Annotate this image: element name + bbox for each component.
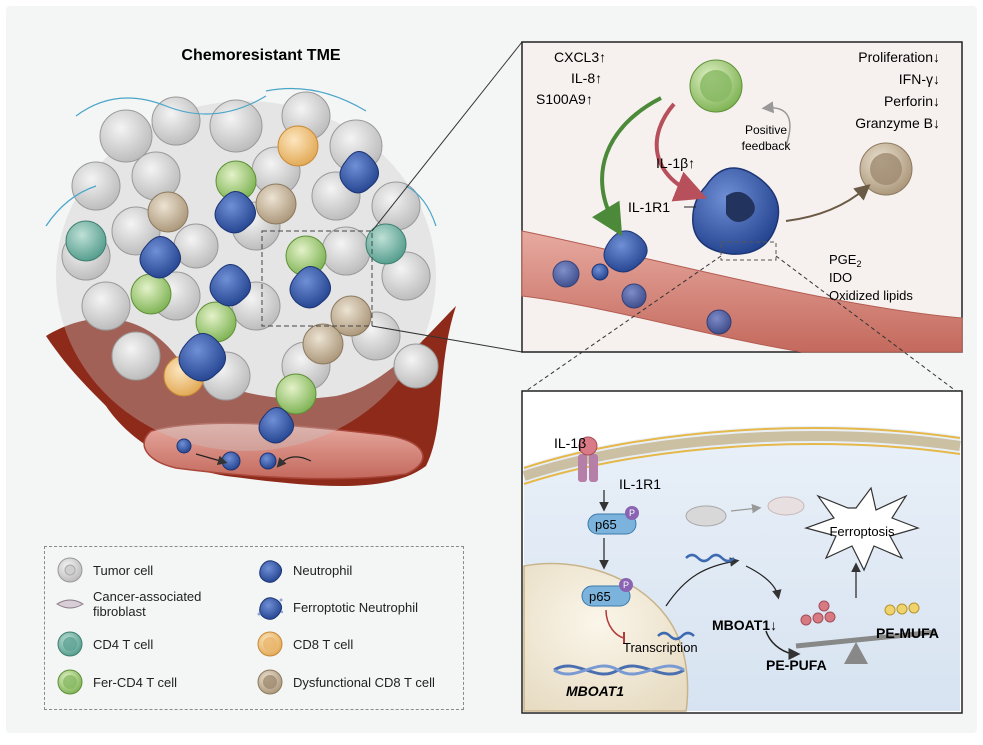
cd4-t-cell-icon [57,631,83,657]
zoom-selection-box-2 [720,241,777,261]
positive-feedback-line2: feedback [742,139,792,153]
legend-item-cd8: CD8 T cell [255,629,353,659]
panel-title: Chemoresistant TME [181,47,340,64]
mediator-oxidized-lipids: Oxidized lipids [829,288,913,303]
p65-nucleus: p65 [589,589,611,604]
tumor-cell-icon [57,557,83,583]
il1r1-label-top: IL-1R1 [628,199,670,215]
pge2-base: PGE [829,252,857,267]
neutrophil-icon [259,560,283,583]
neutrophils [139,151,379,471]
secreted-cxcl3: CXCL3↑ [554,49,606,65]
il1b-label-bottom: IL-1β [554,435,586,451]
vessel-arrow-1 [195,453,228,465]
legend-item-neutrophil: Neutrophil [255,555,352,585]
legend-label-fer-cd4: Fer-CD4 T cell [93,674,178,690]
mediator-pge2: PGE2 [829,252,861,269]
secreted-s100a9: S100A9↑ [536,91,593,107]
legend-label-fer-neutrophil: Ferroptotic Neutrophil [293,599,418,615]
effect-proliferation: Proliferation↓ [858,49,940,65]
legend-item-dys-cd8: Dysfunctional CD8 T cell [255,667,435,697]
zoom-selection-box [261,230,373,327]
pe-mufa-label: PE-MUFA [876,625,939,641]
illustration: Chemoresistant TME [45,41,963,714]
legend-label-neutrophil: Neutrophil [293,562,353,578]
fibroblast-icon [56,599,84,609]
ecm-fibers [45,87,437,227]
gene-mboat1: MBOAT1 [566,683,624,699]
positive-feedback-line1: Positive [745,123,787,137]
zoom-connector-bottom [371,325,523,353]
zoom-connector-top [371,41,523,232]
ferroptosis-label: Ferroptosis [829,524,895,539]
pge2-subscript: 2 [856,259,861,269]
legend-item-tumor: Tumor cell [55,555,153,585]
transcription-label: Transcription [623,640,698,655]
mboat1-down-label: MBOAT1↓ [712,617,777,633]
legend-label-caf-line2: fibroblast [93,604,146,619]
secreted-il8: IL-8↑ [571,70,602,86]
effect-ifn-gamma: IFN-γ↓ [899,71,940,87]
legend-item-fer-neutrophil: Ferroptotic Neutrophil [255,592,418,622]
legend-label-cd8: CD8 T cell [293,636,354,652]
legend-label-dys-cd8: Dysfunctional CD8 T cell [293,674,435,690]
mediator-ido: IDO [829,270,852,285]
zoom-connector-2b [775,255,957,392]
p65-cytoplasm: p65 [595,517,617,532]
legend-label-cd4: CD4 T cell [93,636,154,652]
il1r1-label-bottom: IL-1R1 [619,476,661,492]
effect-perforin: Perforin↓ [884,93,940,109]
effect-granzyme-b: Granzyme B↓ [855,115,940,131]
fer-cd4-t-cell-icon [57,669,83,695]
legend-label-caf-line1: Cancer-associated [93,589,202,604]
zoom-panel-bottom [521,390,963,714]
legend-label-tumor: Tumor cell [93,562,154,578]
legend-item-fer-cd4: Fer-CD4 T cell [55,667,177,697]
figure: Chemoresistant TME [6,6,977,733]
zoom-connector-2a [525,255,722,392]
dysfunctional-cd8-t-cell-icon [257,669,283,695]
cd4-t-cells [65,220,407,265]
legend-item-cd4: CD4 T cell [55,629,153,659]
il1b-label-top: IL-1β↑ [656,155,695,171]
zoom-panel-top [521,41,963,353]
vessel-arrow-2 [276,456,312,468]
pe-pufa-label: PE-PUFA [766,657,827,673]
cd8-t-cell-icon [257,631,283,657]
fer-cd4-t-cells [130,160,327,415]
p65-phospho-2: P [623,580,629,590]
ferroptotic-neutrophil-icon [257,597,284,620]
p65-phospho-1: P [629,508,635,518]
